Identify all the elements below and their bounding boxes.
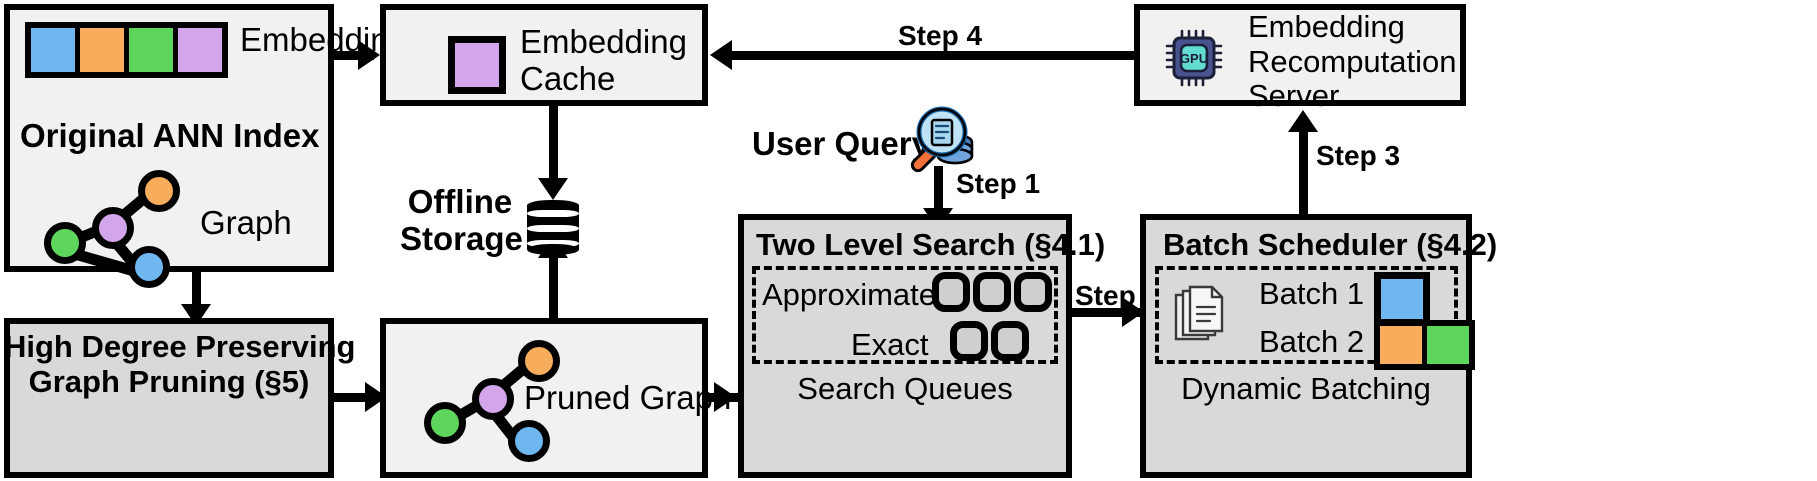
embedding-cache-line2: Cache: [520, 59, 616, 97]
user-query-label: User Query: [752, 125, 930, 162]
gpu-chip-icon: GPU: [1165, 29, 1223, 87]
two-level-search-title: Two Level Search (§4.1): [756, 227, 1106, 262]
search-queues-dashed-region: [752, 266, 1058, 364]
search-queues-caption: Search Queues: [797, 371, 1013, 406]
graph-node-blue: [128, 246, 170, 288]
arrow-step3-head: [1288, 110, 1318, 132]
batch-1-label: Batch 1: [1259, 276, 1365, 311]
graph-node-purple: [92, 207, 134, 249]
step3-label: Step 3: [1316, 140, 1401, 171]
batch-2-swatch-row: [1374, 320, 1475, 370]
embedding-cache-box: [380, 4, 708, 106]
arrow-pruning-to-pruned-line: [334, 393, 372, 402]
step4-label: Step 4: [898, 20, 983, 51]
arrow-step4-line: [728, 51, 1134, 60]
arrow-index-to-pruning-line: [192, 272, 201, 310]
batch-scheduler-title: Batch Scheduler (§4.2): [1163, 227, 1498, 262]
original-ann-index-title: Original ANN Index: [20, 117, 320, 154]
exact-queue-2: [991, 321, 1029, 361]
pruned-node-orange: [518, 340, 560, 382]
pruned-graph-label: Pruned Graph: [524, 379, 732, 416]
batch-2-label: Batch 2: [1259, 324, 1365, 359]
recomputation-server-line3: Server: [1248, 78, 1340, 114]
offline-storage-line2: Storage: [400, 219, 523, 257]
gpu-icon-text: GPU: [1180, 51, 1208, 66]
recomputation-server-title: Embedding Recomputation Server: [1248, 9, 1457, 114]
embedding-swatch-orange: [80, 28, 124, 72]
embedding-swatch-purple: [178, 28, 222, 72]
documents-icon: [1174, 285, 1224, 341]
original-graph-glyph: [40, 170, 200, 288]
embedding-swatch-blue: [31, 28, 75, 72]
pruned-node-blue: [508, 420, 550, 462]
graph-pruning-line1: High Degree Preserving: [4, 329, 356, 364]
pruned-node-purple: [472, 378, 514, 420]
graph-pruning-title: High Degree Preserving Graph Pruning (§5…: [4, 329, 356, 399]
batch-1-swatch-blue: [1374, 272, 1430, 326]
graph-node-green: [44, 222, 86, 264]
arrow-step4-head: [710, 40, 732, 70]
exact-queue-1: [950, 321, 988, 361]
embedding-cache-line1: Embedding: [520, 23, 687, 60]
embedding-cache-swatch: [448, 36, 506, 94]
arrow-index-to-cache-line: [334, 51, 374, 60]
recomputation-server-line2: Recomputation: [1248, 43, 1457, 79]
offline-storage-label: Offline Storage: [400, 183, 523, 258]
arrow-step1-line: [934, 166, 943, 216]
arrow-pruned-to-storage-line: [549, 252, 558, 322]
arrow-index-to-cache-head: [358, 40, 380, 70]
approximate-queue-3: [1014, 272, 1052, 312]
offline-storage-line1: Offline: [407, 183, 513, 220]
magnifier-database-icon: [910, 106, 974, 173]
arrow-step2-line: [1072, 308, 1144, 317]
exact-row-label: Exact: [851, 327, 929, 362]
embedding-swatch-row: [25, 22, 228, 78]
dynamic-batching-caption: Dynamic Batching: [1181, 371, 1431, 406]
arrow-pruned-to-search-head: [714, 382, 736, 412]
step1-label: Step 1: [956, 168, 1041, 199]
approximate-row-label: Approximate: [762, 277, 937, 312]
batch-2-swatch-orange: [1380, 326, 1422, 364]
pruned-node-green: [424, 402, 466, 444]
arrow-step2-head: [1122, 297, 1144, 327]
approximate-queue-2: [973, 272, 1011, 312]
database-cylinder-icon: [527, 200, 579, 255]
embedding-cache-title: Embedding Cache: [520, 23, 687, 98]
embedding-swatch-green: [129, 28, 173, 72]
graph-label: Graph: [200, 204, 292, 241]
approximate-queue-1: [932, 272, 970, 312]
arrow-step3-line: [1299, 128, 1308, 214]
dynamic-batching-dashed-region: [1155, 266, 1458, 364]
arrow-cache-to-storage-head: [538, 178, 568, 200]
graph-node-orange: [138, 170, 180, 212]
graph-pruning-line2: Graph Pruning (§5): [28, 363, 310, 399]
graph-pruning-box: [4, 318, 334, 478]
batch-2-swatch-green: [1427, 326, 1469, 364]
recomputation-server-line1: Embedding: [1248, 9, 1405, 44]
arrow-cache-to-storage-line: [549, 106, 558, 186]
pruned-graph-glyph: [420, 340, 580, 462]
